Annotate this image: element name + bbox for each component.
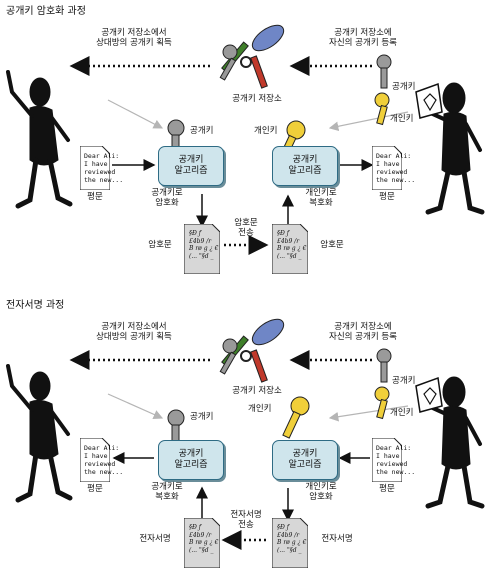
receiver-signature-label: 전자서명	[321, 534, 353, 544]
receiver-to-key-arrow	[328, 111, 409, 132]
fetch-key-label: 공개키 저장소에서 상대방의 공개키 획득	[96, 322, 172, 342]
digital-signature-section: 전자서명 과정	[0, 294, 496, 578]
sender-plaintext-label: 평문	[87, 192, 103, 202]
receiver-figure	[415, 82, 485, 215]
key-store-icon	[219, 318, 285, 383]
receiver-to-key-arrow	[328, 405, 409, 422]
registered-public-key-icon	[376, 54, 392, 89]
registered-public-key-icon	[376, 348, 392, 383]
key-store-label: 공개키 저장소	[232, 94, 282, 104]
sender-algorithm-box: 공개키 알고리즘	[158, 146, 224, 186]
registered-private-key-label: 개인키	[390, 408, 414, 418]
cipher-text: §Ð ƒ £4b9 /r B rø g ¿ € (... "§d _	[189, 230, 219, 260]
sender-plaintext-document	[80, 146, 110, 190]
private-key-icon	[282, 396, 310, 439]
receiver-signature-document	[272, 518, 308, 568]
cipher-text: §Ð ƒ £4b9 /r B rø g ¿ € (... "§d _	[277, 524, 307, 554]
cipher-text: §Ð ƒ £4b9 /r B rø g ¿ € (... "§d _	[189, 524, 219, 554]
section-title: 전자서명 과정	[6, 300, 65, 311]
public-key-label: 공개키	[190, 412, 214, 422]
receiver-plaintext-label: 평문	[379, 192, 395, 202]
sender-ciphertext-label: 암호문	[148, 240, 172, 250]
registered-public-key-label: 공개키	[392, 82, 416, 92]
receiver-plaintext-document	[372, 438, 402, 482]
document-text: Dear Ali: I have reviewed the new...	[376, 152, 416, 184]
sender-signature-document	[184, 518, 220, 568]
sender-to-key-arrow	[107, 99, 164, 129]
receiver-action-label: 개인키로 암호화	[305, 482, 337, 502]
cipher-text: §Ð ƒ £4b9 /r B rø g ¿ € (... "§d _	[277, 230, 307, 260]
register-key-label: 공개키 저장소에 자신의 공개키 등록	[329, 28, 397, 48]
register-key-label: 공개키 저장소에 자신의 공개키 등록	[329, 322, 397, 342]
sender-figure	[6, 364, 73, 503]
key-store-label: 공개키 저장소	[232, 386, 282, 396]
sender-action-label: 공개키로 복호화	[151, 482, 183, 502]
public-key-label: 공개키	[190, 126, 214, 136]
transfer-label: 전자서명 전송	[230, 510, 262, 530]
registered-public-key-label: 공개키	[392, 376, 416, 386]
sender-figure	[6, 70, 73, 209]
sender-signature-label: 전자서명	[139, 534, 171, 544]
transfer-label: 암호문 전송	[234, 218, 258, 238]
receiver-plaintext-label: 평문	[379, 484, 395, 494]
document-text: Dear Ali: I have reviewed the new...	[84, 444, 124, 476]
receiver-ciphertext-document	[272, 224, 308, 274]
sender-action-label: 공개키로 암호화	[151, 188, 183, 208]
receiver-algorithm-box: 공개키 알고리즘	[272, 146, 338, 186]
receiver-action-label: 개인키로 복호화	[305, 188, 337, 208]
diagram-graphics	[6, 24, 485, 255]
sender-plaintext-document	[80, 438, 110, 482]
registered-private-key-icon	[374, 92, 390, 126]
diagram-graphics	[6, 318, 485, 550]
registered-private-key-label: 개인키	[390, 114, 414, 124]
key-store-icon	[219, 24, 285, 89]
sender-to-key-arrow	[107, 393, 164, 419]
public-key-icon	[167, 409, 185, 448]
receiver-ciphertext-label: 암호문	[320, 240, 344, 250]
receiver-plaintext-document	[372, 146, 402, 190]
private-key-label: 개인키	[254, 126, 278, 136]
document-text: Dear Ali: I have reviewed the new...	[376, 444, 416, 476]
sender-plaintext-label: 평문	[87, 484, 103, 494]
fetch-key-label: 공개키 저장소에서 상대방의 공개키 획득	[96, 28, 172, 48]
document-text: Dear Ali: I have reviewed the new...	[84, 152, 124, 184]
sender-ciphertext-document	[184, 224, 220, 274]
sender-algorithm-box: 공개키 알고리즘	[158, 440, 224, 480]
registered-private-key-icon	[374, 386, 390, 420]
section-title: 공개키 암호화 과정	[6, 6, 86, 17]
encryption-section: 공개키 암호화 과정	[0, 0, 496, 284]
receiver-algorithm-box: 공개키 알고리즘	[272, 440, 338, 480]
receiver-figure	[415, 376, 485, 509]
private-key-label: 개인키	[248, 404, 272, 414]
